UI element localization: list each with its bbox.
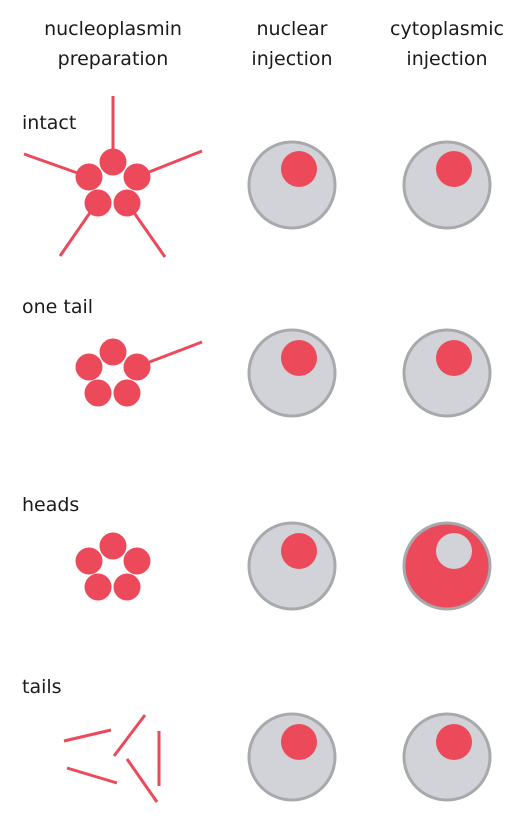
head-subunit bbox=[75, 353, 103, 381]
head-subunit bbox=[123, 163, 151, 191]
header-cytoplasmic-injection: cytoplasmic injection bbox=[367, 14, 527, 74]
cell-row2-cytoplasmic bbox=[402, 328, 492, 418]
cell-nucleus bbox=[436, 724, 472, 760]
header-cytoplasmic-line2: injection bbox=[406, 48, 488, 70]
cell-row1-nuclear bbox=[247, 140, 337, 230]
head-subunit bbox=[84, 379, 112, 407]
cell-nucleus bbox=[436, 151, 472, 187]
head-subunit bbox=[84, 189, 112, 217]
head-subunit bbox=[99, 338, 127, 366]
cell-nucleus bbox=[281, 533, 317, 569]
tails-only bbox=[63, 714, 161, 803]
row-label-heads: heads bbox=[22, 494, 80, 516]
cell-nucleus bbox=[436, 533, 472, 569]
cell-nucleus bbox=[281, 151, 317, 187]
pentamer-intact bbox=[23, 96, 203, 258]
header-preparation-line2: preparation bbox=[57, 48, 169, 70]
cell-row1-cytoplasmic bbox=[402, 140, 492, 230]
cell-nucleus bbox=[436, 340, 472, 376]
head-subunit bbox=[113, 379, 141, 407]
header-cytoplasmic-line1: cytoplasmic bbox=[390, 18, 504, 40]
row-label-tails: tails bbox=[22, 676, 62, 698]
header-nuclear-line1: nuclear bbox=[256, 18, 328, 40]
cell-row3-cytoplasmic bbox=[402, 521, 492, 611]
head-subunit bbox=[113, 573, 141, 601]
head-subunit bbox=[113, 189, 141, 217]
cell-row3-nuclear bbox=[247, 521, 337, 611]
head-subunit bbox=[99, 148, 127, 176]
tail-line bbox=[23, 152, 87, 178]
head-subunit bbox=[123, 547, 151, 575]
cell-row2-nuclear bbox=[247, 328, 337, 418]
header-nuclear-injection: nuclear injection bbox=[212, 14, 372, 74]
tail-line bbox=[66, 766, 118, 785]
header-preparation-line1: nucleoplasmin bbox=[44, 18, 182, 40]
row-label-one-tail: one tail bbox=[22, 296, 94, 318]
tail-line bbox=[125, 758, 159, 803]
cell-row4-cytoplasmic bbox=[402, 712, 492, 802]
head-subunit bbox=[75, 163, 103, 191]
head-subunit bbox=[75, 547, 103, 575]
head-subunit bbox=[99, 532, 127, 560]
header-nuclear-line2: injection bbox=[251, 48, 333, 70]
tail-line bbox=[63, 728, 112, 743]
cell-nucleus bbox=[281, 340, 317, 376]
tail-line bbox=[112, 714, 147, 757]
cell-row4-nuclear bbox=[247, 712, 337, 802]
head-subunit bbox=[84, 573, 112, 601]
pentamer-heads bbox=[75, 532, 151, 601]
cell-nucleus bbox=[281, 724, 317, 760]
tail-line bbox=[138, 149, 203, 178]
head-subunit bbox=[123, 353, 151, 381]
header-preparation: nucleoplasmin preparation bbox=[33, 14, 193, 74]
row-label-intact: intact bbox=[22, 112, 77, 134]
pentamer-one-tail bbox=[75, 338, 203, 407]
